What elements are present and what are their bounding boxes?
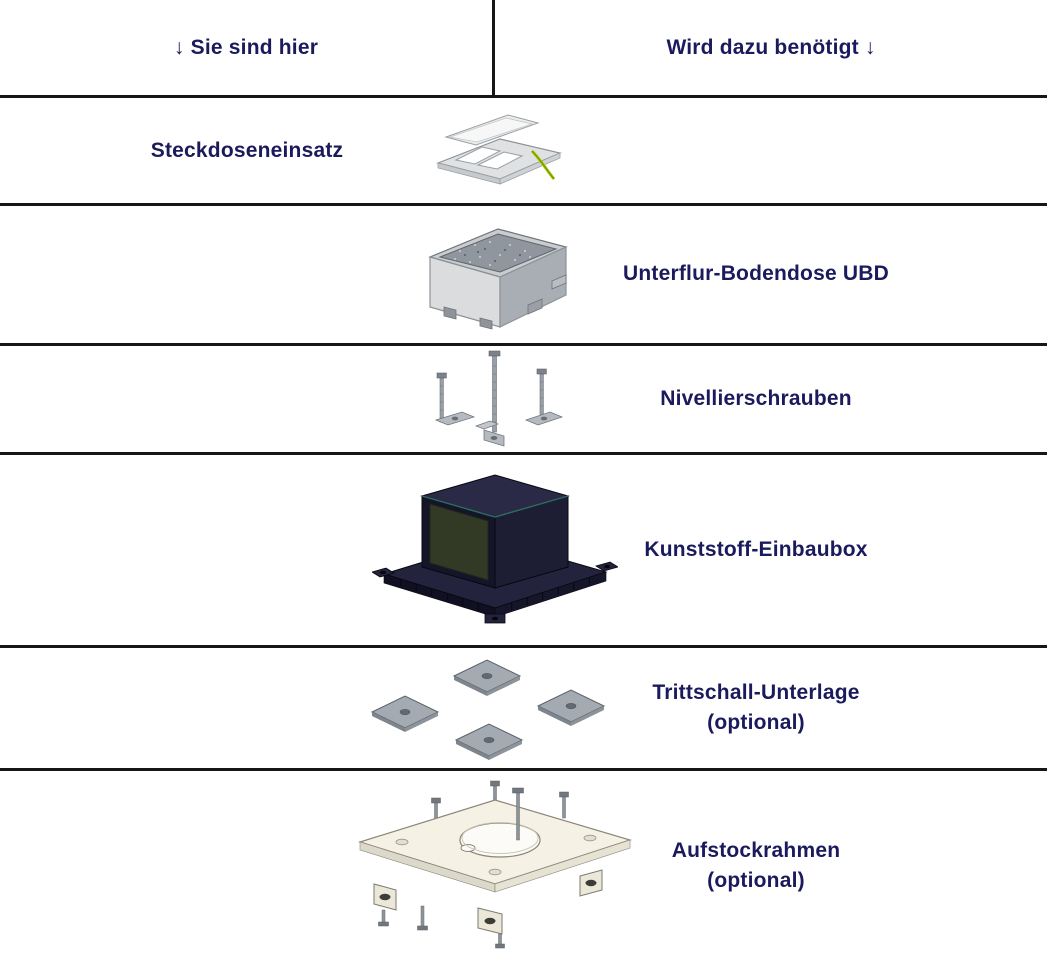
row-nivellierschrauben-label-cell: Nivellierschrauben xyxy=(494,346,1018,452)
header-left-cell: ↓ Sie sind hier xyxy=(0,0,492,95)
aufstockrahmen-image xyxy=(350,780,640,952)
row-unterflur-bodendose-label-cell: Unterflur-Bodendose UBD xyxy=(494,206,1018,343)
row-kunststoff-einbaubox: Kunststoff-Einbaubox xyxy=(0,452,1047,645)
row-aufstockrahmen: Aufstockrahmen (optional) xyxy=(0,768,1047,961)
row-trittschall-unterlage: Trittschall-Unterlage (optional) xyxy=(0,645,1047,768)
nivellierschrauben-image xyxy=(420,348,570,450)
row-trittschall-unterlage-label-cell: Trittschall-Unterlage (optional) xyxy=(494,648,1018,768)
nivellierschrauben-label: Nivellierschrauben xyxy=(660,386,852,410)
trittschall-unterlage-image xyxy=(365,652,625,764)
unterflur-bodendose-label: Unterflur-Bodendose UBD xyxy=(623,262,889,286)
header-right-label: Wird dazu benötigt ↓ xyxy=(666,35,876,59)
header-row: ↓ Sie sind hier Wird dazu benötigt ↓ xyxy=(0,0,1047,95)
steckdoseneinsatz-label: Steckdoseneinsatz xyxy=(150,138,344,162)
header-column-divider xyxy=(492,0,495,95)
kunststoff-einbaubox-label: Kunststoff-Einbaubox xyxy=(644,537,868,561)
row-unterflur-bodendose: Unterflur-Bodendose UBD xyxy=(0,203,1047,343)
steckdoseneinsatz-image xyxy=(420,107,570,195)
trittschall-unterlage-label: Trittschall-Unterlage (optional) xyxy=(652,680,860,734)
row-steckdoseneinsatz-label-cell: Steckdoseneinsatz xyxy=(0,98,494,203)
header-right-cell: Wird dazu benötigt ↓ xyxy=(495,0,1047,95)
row-aufstockrahmen-label-cell: Aufstockrahmen (optional) xyxy=(494,771,1018,961)
aufstockrahmen-label: Aufstockrahmen (optional) xyxy=(671,838,841,892)
header-left-label: ↓ Sie sind hier xyxy=(173,35,319,59)
unterflur-bodendose-image xyxy=(420,215,570,335)
row-steckdoseneinsatz: Steckdoseneinsatz xyxy=(0,95,1047,203)
kunststoff-einbaubox-image xyxy=(371,456,619,644)
row-nivellierschrauben: Nivellierschrauben xyxy=(0,343,1047,452)
row-kunststoff-einbaubox-label-cell: Kunststoff-Einbaubox xyxy=(494,455,1018,645)
